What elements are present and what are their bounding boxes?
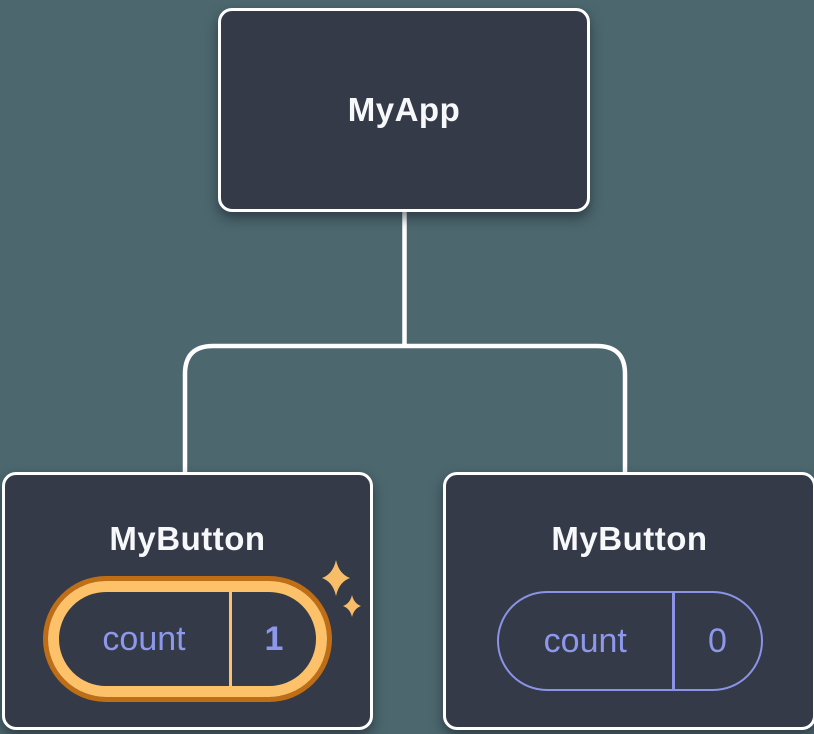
node-title: MyButton xyxy=(551,520,708,557)
sparkle-small xyxy=(343,595,361,617)
state-value: 0 xyxy=(708,621,727,660)
state-pill-divider xyxy=(672,593,675,689)
node-mybutton-left: MyButton count 1 xyxy=(2,472,373,730)
state-value: 1 xyxy=(264,619,284,658)
state-key-label: count xyxy=(543,621,627,660)
state-pill-highlighted: count 1 xyxy=(48,581,327,697)
connector-branch xyxy=(182,343,628,474)
state-pill-wrap: count 0 xyxy=(496,591,763,691)
state-pill: count 0 xyxy=(496,591,763,691)
node-title: MyButton xyxy=(109,520,266,557)
state-pill-divider xyxy=(229,592,232,686)
state-pill-wrap: count 1 xyxy=(48,560,361,697)
node-myapp: MyApp xyxy=(218,8,590,212)
state-key-label: count xyxy=(102,619,186,658)
node-title: MyApp xyxy=(347,91,461,128)
node-mybutton-right: MyButton count 0 xyxy=(443,472,814,730)
sparkle-large xyxy=(322,560,350,596)
